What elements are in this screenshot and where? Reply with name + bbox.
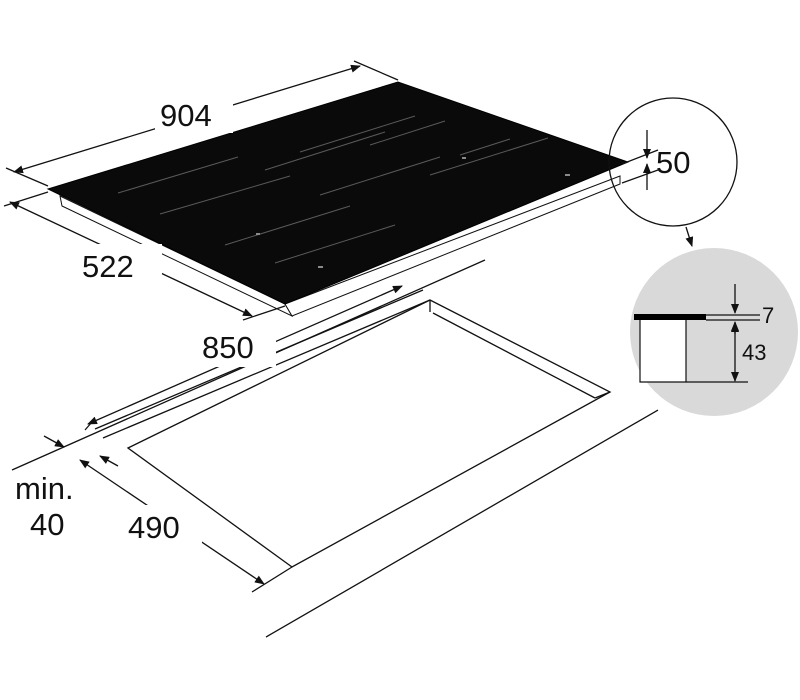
label-body-height: 43	[742, 340, 766, 365]
edge-detail: 7 43	[630, 248, 798, 416]
label-min-line2: 40	[30, 507, 64, 542]
label-hob-depth: 522	[82, 249, 134, 284]
zoom-circle	[608, 97, 738, 227]
control-dots	[256, 157, 570, 268]
worktop	[11, 259, 659, 638]
label-cutout-width: 850	[202, 330, 254, 365]
label-hob-height: 50	[656, 145, 690, 180]
label-min-line1: min.	[15, 471, 74, 506]
label-cutout-depth: 490	[128, 510, 180, 545]
label-glass-thickness: 7	[762, 303, 774, 328]
dimension-50	[621, 130, 659, 190]
label-hob-width: 904	[160, 98, 212, 133]
